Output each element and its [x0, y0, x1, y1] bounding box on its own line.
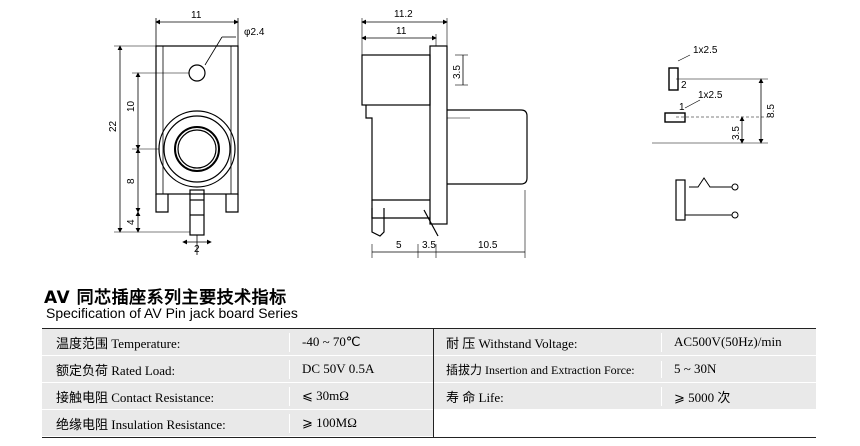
dim-spacing: 3.5	[731, 126, 742, 140]
dim-pin-offset: 5	[396, 240, 402, 251]
side-view-dimensions: 11.2 11 3.5 5 3.5 10.5	[394, 9, 498, 251]
dim-upper: 10	[126, 100, 137, 112]
dim-total: 8.5	[766, 104, 777, 118]
spec-value: AC500V(50Hz)/min	[674, 334, 782, 349]
spec-value: 5 ~ 30N	[674, 361, 717, 376]
spec-label: 寿 命 Life:	[434, 386, 662, 406]
spec-column-left: 温度范围 Temperature: -40 ~ 70℃ 额定负荷 Rated L…	[42, 329, 434, 437]
spec-title-en: Specification of AV Pin jack board Serie…	[46, 305, 298, 321]
spec-table: 温度范围 Temperature: -40 ~ 70℃ 额定负荷 Rated L…	[42, 328, 816, 438]
spec-label: 额定负荷 Rated Load:	[42, 359, 290, 379]
dim-width: 11	[191, 10, 202, 21]
spec-row: 接触电阻 Contact Resistance: ⩽ 30mΩ	[42, 383, 433, 410]
dim-lower: 4	[126, 219, 137, 225]
dim-hole: φ2.4	[244, 27, 265, 38]
spec-value: -40 ~ 70℃	[302, 334, 361, 349]
spec-row: 绝缘电阻 Insulation Resistance: ⩾ 100MΩ	[42, 410, 433, 436]
spec-value: ⩾ 100MΩ	[302, 415, 357, 430]
dim-tab: 3.5	[452, 65, 463, 79]
pad-top-label: 1x2.5	[693, 45, 718, 56]
spec-label: 接触电阻 Contact Resistance:	[42, 386, 290, 406]
dim-barrel: 10.5	[478, 240, 498, 251]
side-view	[361, 18, 528, 258]
dim-middle: 8	[126, 178, 137, 184]
spec-label: 温度范围 Temperature:	[42, 332, 290, 352]
spec-row: 额定负荷 Rated Load: DC 50V 0.5A	[42, 356, 433, 383]
spec-label: 耐 压 Withstand Voltage:	[434, 332, 662, 352]
spec-row: 温度范围 Temperature: -40 ~ 70℃	[42, 329, 433, 356]
spec-column-right: 耐 压 Withstand Voltage: AC500V(50Hz)/min …	[434, 329, 816, 437]
dim-pin: 2	[194, 244, 200, 255]
spec-label: 插拔力 Insertion and Extraction Force:	[434, 360, 662, 378]
front-view	[114, 18, 239, 255]
pad-bottom-label: 1x2.5	[698, 90, 723, 101]
dim-body-depth: 11	[396, 26, 407, 37]
spec-label: 绝缘电阻 Insulation Resistance:	[42, 413, 290, 433]
technical-drawings: 11 φ2.4 22 10 8 4 2 1	[108, 9, 777, 258]
spec-value: DC 50V 0.5A	[302, 361, 375, 376]
spec-row: 耐 压 Withstand Voltage: AC500V(50Hz)/min	[434, 329, 816, 356]
pcb-layout	[652, 54, 768, 221]
spec-value: ⩾ 5000 次	[674, 389, 731, 405]
dim-height-total: 22	[108, 120, 119, 132]
front-view-dimensions: 11 φ2.4 22 10 8 4 2	[108, 10, 265, 255]
dim-total-depth: 11.2	[394, 9, 413, 20]
spec-row: 插拔力 Insertion and Extraction Force: 5 ~ …	[434, 356, 816, 383]
spec-row-empty	[434, 410, 816, 436]
pad-bottom-number: 1	[679, 102, 685, 113]
pcb-layout-dimensions: 1x2.5 2 1x2.5 1 3.5 8.5	[679, 45, 777, 140]
spec-row: 寿 命 Life: ⩾ 5000 次	[434, 383, 816, 410]
spec-value: ⩽ 30mΩ	[302, 388, 349, 403]
pad-top-number: 2	[681, 80, 687, 91]
dim-pin-gap: 3.5	[422, 240, 436, 251]
spec-title-cn: AV 同芯插座系列主要技术指标	[44, 288, 287, 308]
